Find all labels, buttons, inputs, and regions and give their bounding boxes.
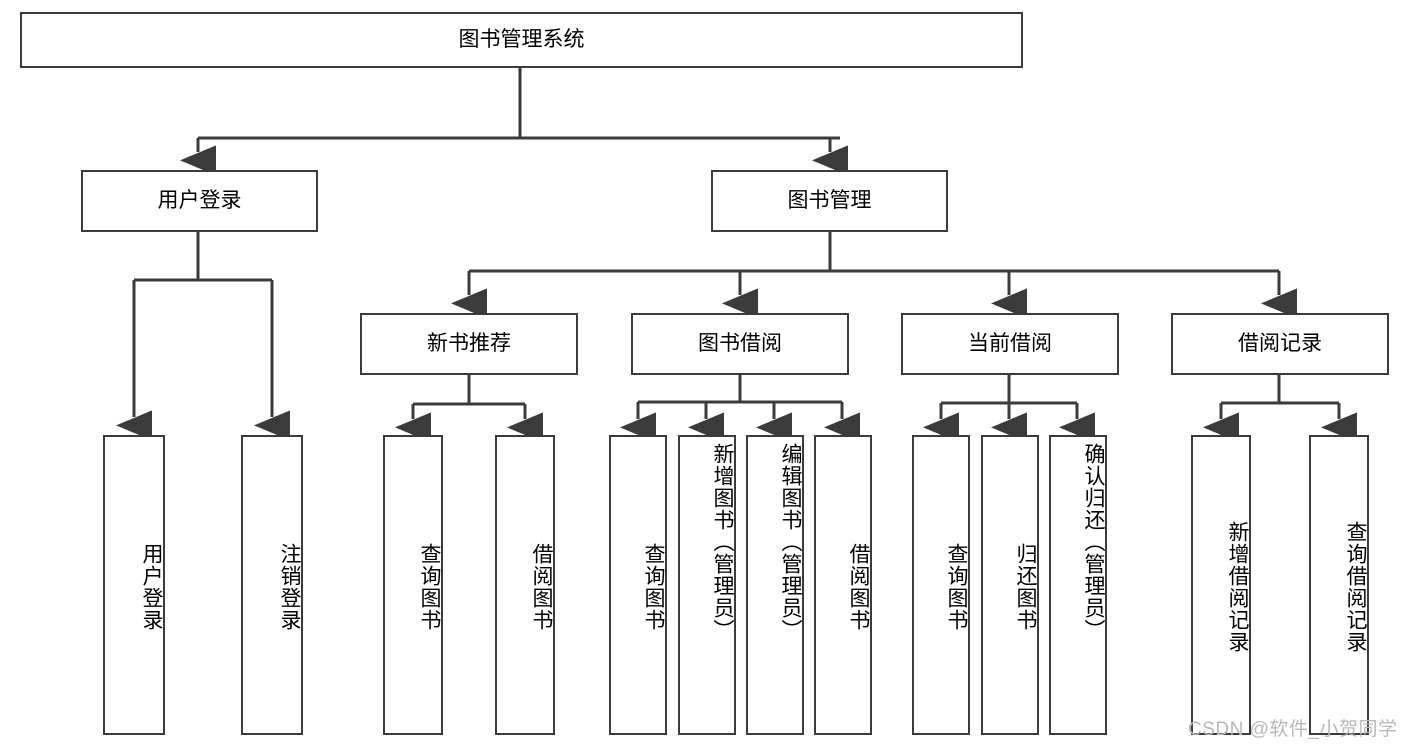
node-leaf-user-logout[interactable]: 注销登录 — [241, 435, 303, 735]
node-new-book-recommend-label: 新书推荐 — [427, 331, 511, 355]
node-user-login[interactable]: 用户登录 — [81, 170, 318, 232]
node-leaf-return-book[interactable]: 归还图书 — [981, 435, 1039, 735]
node-leaf-borrow-book-2[interactable]: 借阅图书 — [814, 435, 872, 735]
node-leaf-query-book-2[interactable]: 查询图书 — [609, 435, 667, 735]
node-user-login-label: 用户登录 — [157, 188, 242, 212]
node-book-manage[interactable]: 图书管理 — [711, 170, 948, 232]
node-new-book-recommend[interactable]: 新书推荐 — [360, 313, 578, 375]
node-root[interactable]: 图书管理系统 — [20, 12, 1023, 68]
node-leaf-query-book-1[interactable]: 查询图书 — [383, 435, 443, 735]
node-leaf-user-login[interactable]: 用户登录 — [103, 435, 165, 735]
node-leaf-confirm-return-label: 确认归还（管理员） — [1082, 443, 1105, 641]
node-leaf-borrow-book-2-label: 借阅图书 — [847, 543, 870, 631]
node-leaf-add-book-label: 新增图书（管理员） — [711, 443, 734, 641]
csdn-watermark: CSDN @软件_小贺同学 — [1188, 719, 1398, 740]
node-leaf-add-record[interactable]: 新增借阅记录 — [1191, 435, 1251, 735]
node-book-manage-label: 图书管理 — [787, 188, 872, 212]
node-leaf-query-book-1-label: 查询图书 — [418, 543, 441, 631]
node-leaf-add-record-label: 新增借阅记录 — [1226, 521, 1249, 653]
node-leaf-query-record[interactable]: 查询借阅记录 — [1309, 435, 1369, 735]
node-leaf-query-book-3-label: 查询图书 — [945, 543, 968, 631]
node-leaf-borrow-book-1[interactable]: 借阅图书 — [495, 435, 555, 735]
node-borrow-record[interactable]: 借阅记录 — [1171, 313, 1389, 375]
node-leaf-return-book-label: 归还图书 — [1014, 543, 1037, 631]
node-leaf-query-record-label: 查询借阅记录 — [1344, 521, 1367, 653]
node-leaf-edit-book[interactable]: 编辑图书（管理员） — [746, 435, 804, 735]
node-leaf-confirm-return[interactable]: 确认归还（管理员） — [1049, 435, 1107, 735]
node-book-borrow-label: 图书借阅 — [698, 331, 782, 355]
node-leaf-user-login-label: 用户登录 — [140, 543, 163, 631]
node-current-borrow-label: 当前借阅 — [968, 331, 1052, 355]
node-book-borrow[interactable]: 图书借阅 — [631, 313, 849, 375]
node-leaf-query-book-3[interactable]: 查询图书 — [912, 435, 970, 735]
node-leaf-borrow-book-1-label: 借阅图书 — [530, 543, 553, 631]
node-borrow-record-label: 借阅记录 — [1238, 331, 1322, 355]
node-leaf-query-book-2-label: 查询图书 — [642, 543, 665, 631]
node-current-borrow[interactable]: 当前借阅 — [901, 313, 1119, 375]
node-leaf-user-logout-label: 注销登录 — [278, 543, 301, 631]
node-leaf-edit-book-label: 编辑图书（管理员） — [779, 443, 802, 641]
node-root-label: 图书管理系统 — [458, 27, 585, 51]
node-leaf-add-book[interactable]: 新增图书（管理员） — [678, 435, 736, 735]
